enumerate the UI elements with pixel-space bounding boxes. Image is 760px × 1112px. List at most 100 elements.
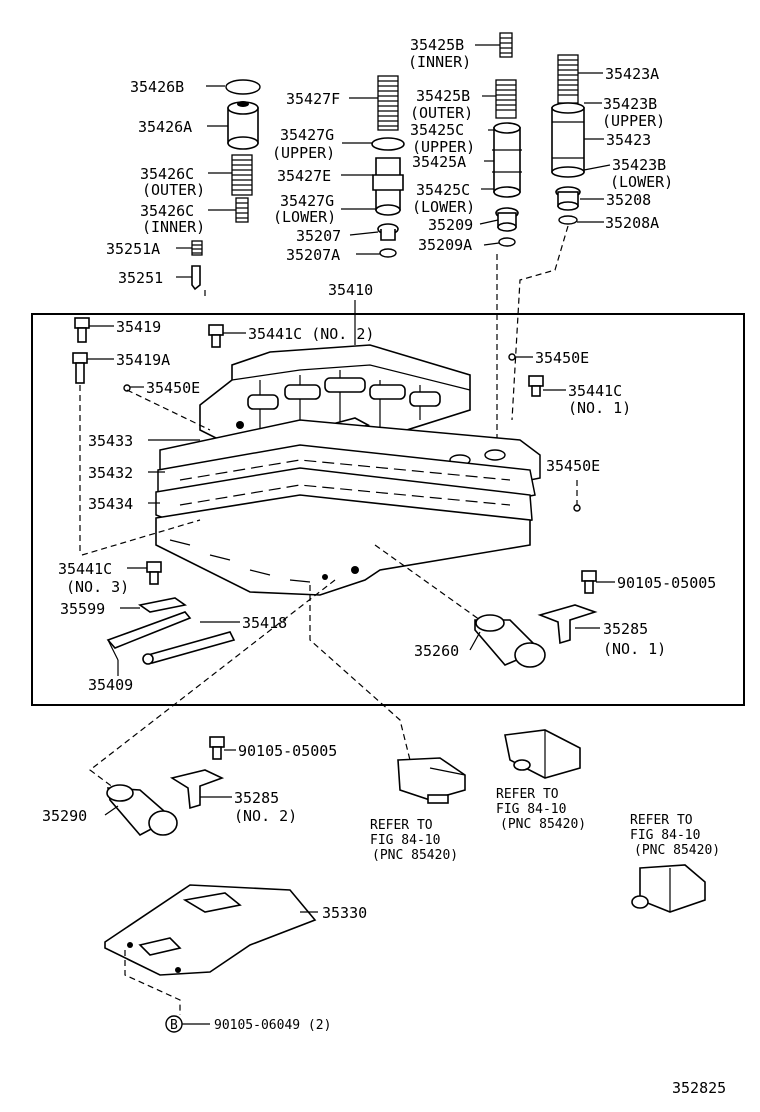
label-35426A: 35426A [138, 118, 192, 136]
label-inner: (INNER) [142, 218, 205, 236]
ball-35450E [123, 384, 131, 392]
label-35450E-c: 35450E [546, 457, 600, 475]
label-35419: 35419 [116, 318, 161, 336]
label-35432: 35432 [88, 464, 133, 482]
label-35434: 35434 [88, 495, 133, 513]
leader-dash [374, 544, 481, 621]
part-35207-plug [377, 223, 399, 241]
solenoid-ref-1 [397, 757, 466, 804]
part-35425A-valve [492, 122, 522, 198]
label-no1-b: (NO. 1) [603, 640, 666, 658]
part-35208A-ring [558, 215, 578, 225]
label-35425B-outer: 35425B [416, 87, 470, 105]
label-35290: 35290 [42, 807, 87, 825]
bolt-35419A [72, 352, 88, 384]
label-35418: 35418 [242, 614, 287, 632]
ref3-line1: REFER TO [630, 813, 693, 828]
part-35423-valve [551, 102, 585, 178]
label-35425C-lower: 35425C [416, 181, 470, 199]
part-35208-plug [555, 186, 581, 211]
bolt-35441C-no2 [208, 324, 224, 348]
part-35425B-outer-spring [495, 79, 517, 119]
label-35330: 35330 [322, 904, 367, 922]
solenoid-35260 [474, 614, 546, 668]
label-outer: (OUTER) [142, 181, 205, 199]
solenoid-35290 [106, 784, 178, 837]
label-lower: (LOWER) [273, 208, 336, 226]
part-35423A-spring [557, 54, 579, 104]
leader-dash [511, 225, 569, 421]
part-35251-pin [191, 265, 201, 291]
part-35251A-spring [191, 240, 203, 256]
ref2-line1: REFER TO [496, 787, 559, 802]
label-35441C-no2: 35441C (NO. 2) [248, 325, 374, 343]
label-35450E-b: 35450E [146, 379, 200, 397]
label-35209: 35209 [428, 216, 473, 234]
leader-dash [124, 950, 181, 1015]
ball-35450E [508, 353, 516, 361]
label-no1-a: (NO. 1) [568, 399, 631, 417]
label-upper: (UPPER) [272, 144, 335, 162]
part-35209-plug [495, 207, 519, 232]
ref3-line3: (PNC 85420) [634, 843, 720, 858]
leader-dash [81, 519, 201, 556]
part-35427F-spring [377, 75, 399, 131]
part-35209A-ring [498, 237, 516, 247]
leader-lines [87, 44, 615, 1025]
bolt-35441C-no3 [146, 561, 162, 585]
bolt-35441C-no1 [528, 375, 544, 397]
bolt-90105-05005-a [581, 570, 597, 594]
label-35427G-lower: 35427G [280, 192, 334, 210]
part-35426C-inner-spring [235, 197, 249, 223]
part-35426C-outer-spring [231, 154, 253, 196]
label-35426C-outer: 35426C [140, 165, 194, 183]
label-35410: 35410 [328, 281, 373, 299]
ref2-line3: (PNC 85420) [500, 817, 586, 832]
circle-b-letter: B [170, 1018, 178, 1033]
rod-35418 [142, 631, 236, 665]
label-35425B-inner: 35425B [410, 36, 464, 54]
assembly-frame [31, 313, 745, 706]
label-35208: 35208 [606, 191, 651, 209]
figure-number: 352825 [672, 1079, 726, 1097]
label-35450E-a: 35450E [535, 349, 589, 367]
label-90105-05005-b: 90105-05005 [238, 742, 337, 760]
label-upper-3: (UPPER) [602, 112, 665, 130]
label-35425A: 35425A [412, 153, 466, 171]
solenoid-ref-2 [504, 729, 581, 779]
label-outer-2: (OUTER) [410, 104, 473, 122]
label-35423: 35423 [606, 131, 651, 149]
label-no3: (NO. 3) [66, 578, 129, 596]
bracket-35285-no1 [537, 604, 598, 645]
bolt-35419 [74, 317, 90, 343]
lever-35409 [106, 611, 192, 661]
leader-dash [309, 585, 411, 761]
label-upper-2: (UPPER) [412, 138, 475, 156]
ref1-line1: REFER TO [370, 818, 433, 833]
ref1-line2: FIG 84-10 [370, 833, 440, 848]
label-35427G-upper: 35427G [280, 126, 334, 144]
label-35419A: 35419A [116, 351, 170, 369]
label-35423A: 35423A [605, 65, 659, 83]
label-35599: 35599 [60, 600, 105, 618]
ref3-line2: FIG 84-10 [630, 828, 700, 843]
label-inner-2: (INNER) [408, 53, 471, 71]
part-35426A-plug [227, 101, 259, 150]
label-35285-no1: 35285 [603, 620, 648, 638]
label-lower-2: (LOWER) [412, 198, 475, 216]
label-35426B: 35426B [130, 78, 184, 96]
ref2-line2: FIG 84-10 [496, 802, 566, 817]
label-35209A: 35209A [418, 236, 472, 254]
label-no2: (NO. 2) [234, 807, 297, 825]
label-35425C-upper: 35425C [410, 121, 464, 139]
label-35208A: 35208A [605, 214, 659, 232]
label-lower-3: (LOWER) [610, 173, 673, 191]
bolt-90105-05005-b [209, 736, 225, 760]
lower-valve-body [155, 494, 531, 596]
label-35260: 35260 [414, 642, 459, 660]
part-35425B-inner-spring [499, 32, 513, 58]
label-90105-06049: 90105-06049 (2) [214, 1018, 331, 1033]
label-35423B-upper: 35423B [603, 95, 657, 113]
label-35409: 35409 [88, 676, 133, 694]
label-35285-no2: 35285 [234, 789, 279, 807]
